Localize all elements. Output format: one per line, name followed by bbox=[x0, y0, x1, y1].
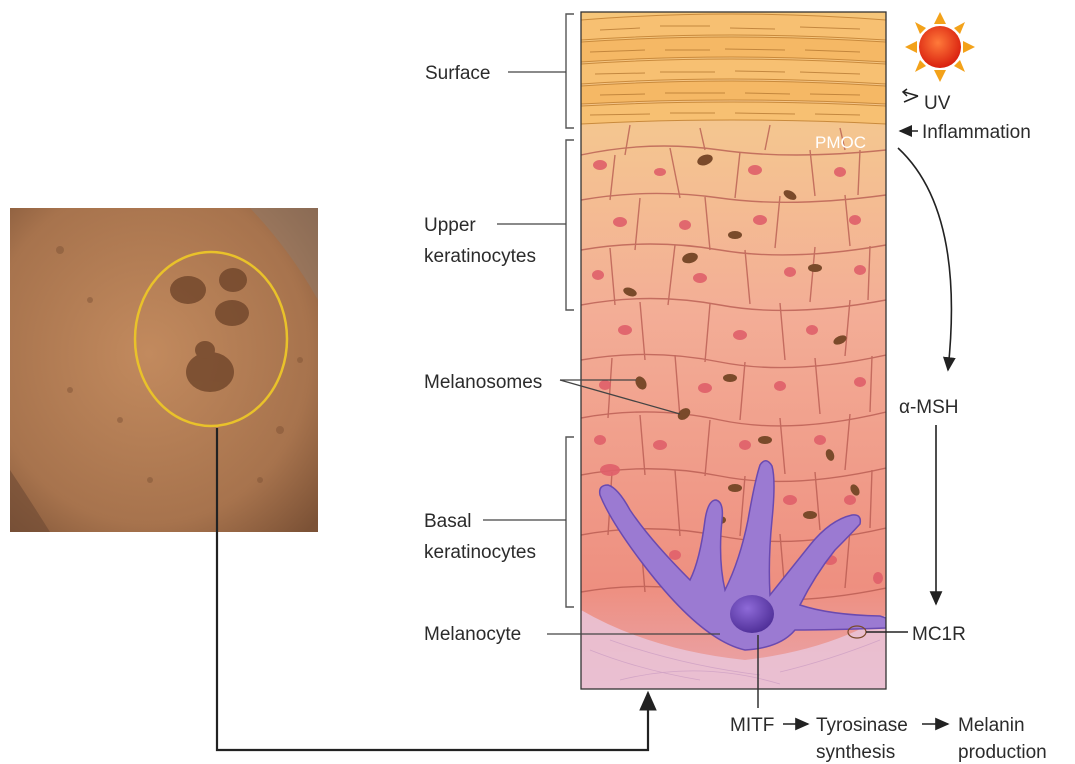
tyrosinase-label-2: synthesis bbox=[816, 742, 895, 763]
melanocyte-nucleus bbox=[730, 595, 774, 633]
upper-keratinocytes-label-1: Upper bbox=[424, 215, 476, 236]
melanin-label-2: production bbox=[958, 742, 1047, 763]
sun-icon bbox=[905, 12, 975, 82]
layer-brackets bbox=[566, 14, 574, 607]
upper-keratinocytes-label-2: keratinocytes bbox=[424, 246, 536, 267]
tyrosinase-label-1: Tyrosinase bbox=[816, 715, 908, 736]
uv-arrows bbox=[903, 89, 918, 102]
melanocyte-label: Melanocyte bbox=[424, 624, 521, 645]
skin-cross-section bbox=[581, 12, 886, 689]
uv-label: UV bbox=[924, 93, 951, 114]
pmoc-label: PMOC bbox=[815, 133, 866, 152]
surface-layer bbox=[581, 14, 886, 124]
pmoc-to-amsh-arrow bbox=[898, 148, 951, 370]
melanosomes-label: Melanosomes bbox=[424, 372, 542, 393]
basal-keratinocytes-label-2: keratinocytes bbox=[424, 542, 536, 563]
surface-label: Surface bbox=[425, 63, 490, 84]
inflammation-label: Inflammation bbox=[922, 122, 1031, 143]
skin-photo bbox=[10, 208, 318, 532]
melanin-label-1: Melanin bbox=[958, 715, 1025, 736]
mc1r-label: MC1R bbox=[912, 624, 966, 645]
mitf-label: MITF bbox=[730, 715, 774, 736]
basal-keratinocytes-label-1: Basal bbox=[424, 511, 472, 532]
amsh-label: α-MSH bbox=[899, 397, 959, 418]
